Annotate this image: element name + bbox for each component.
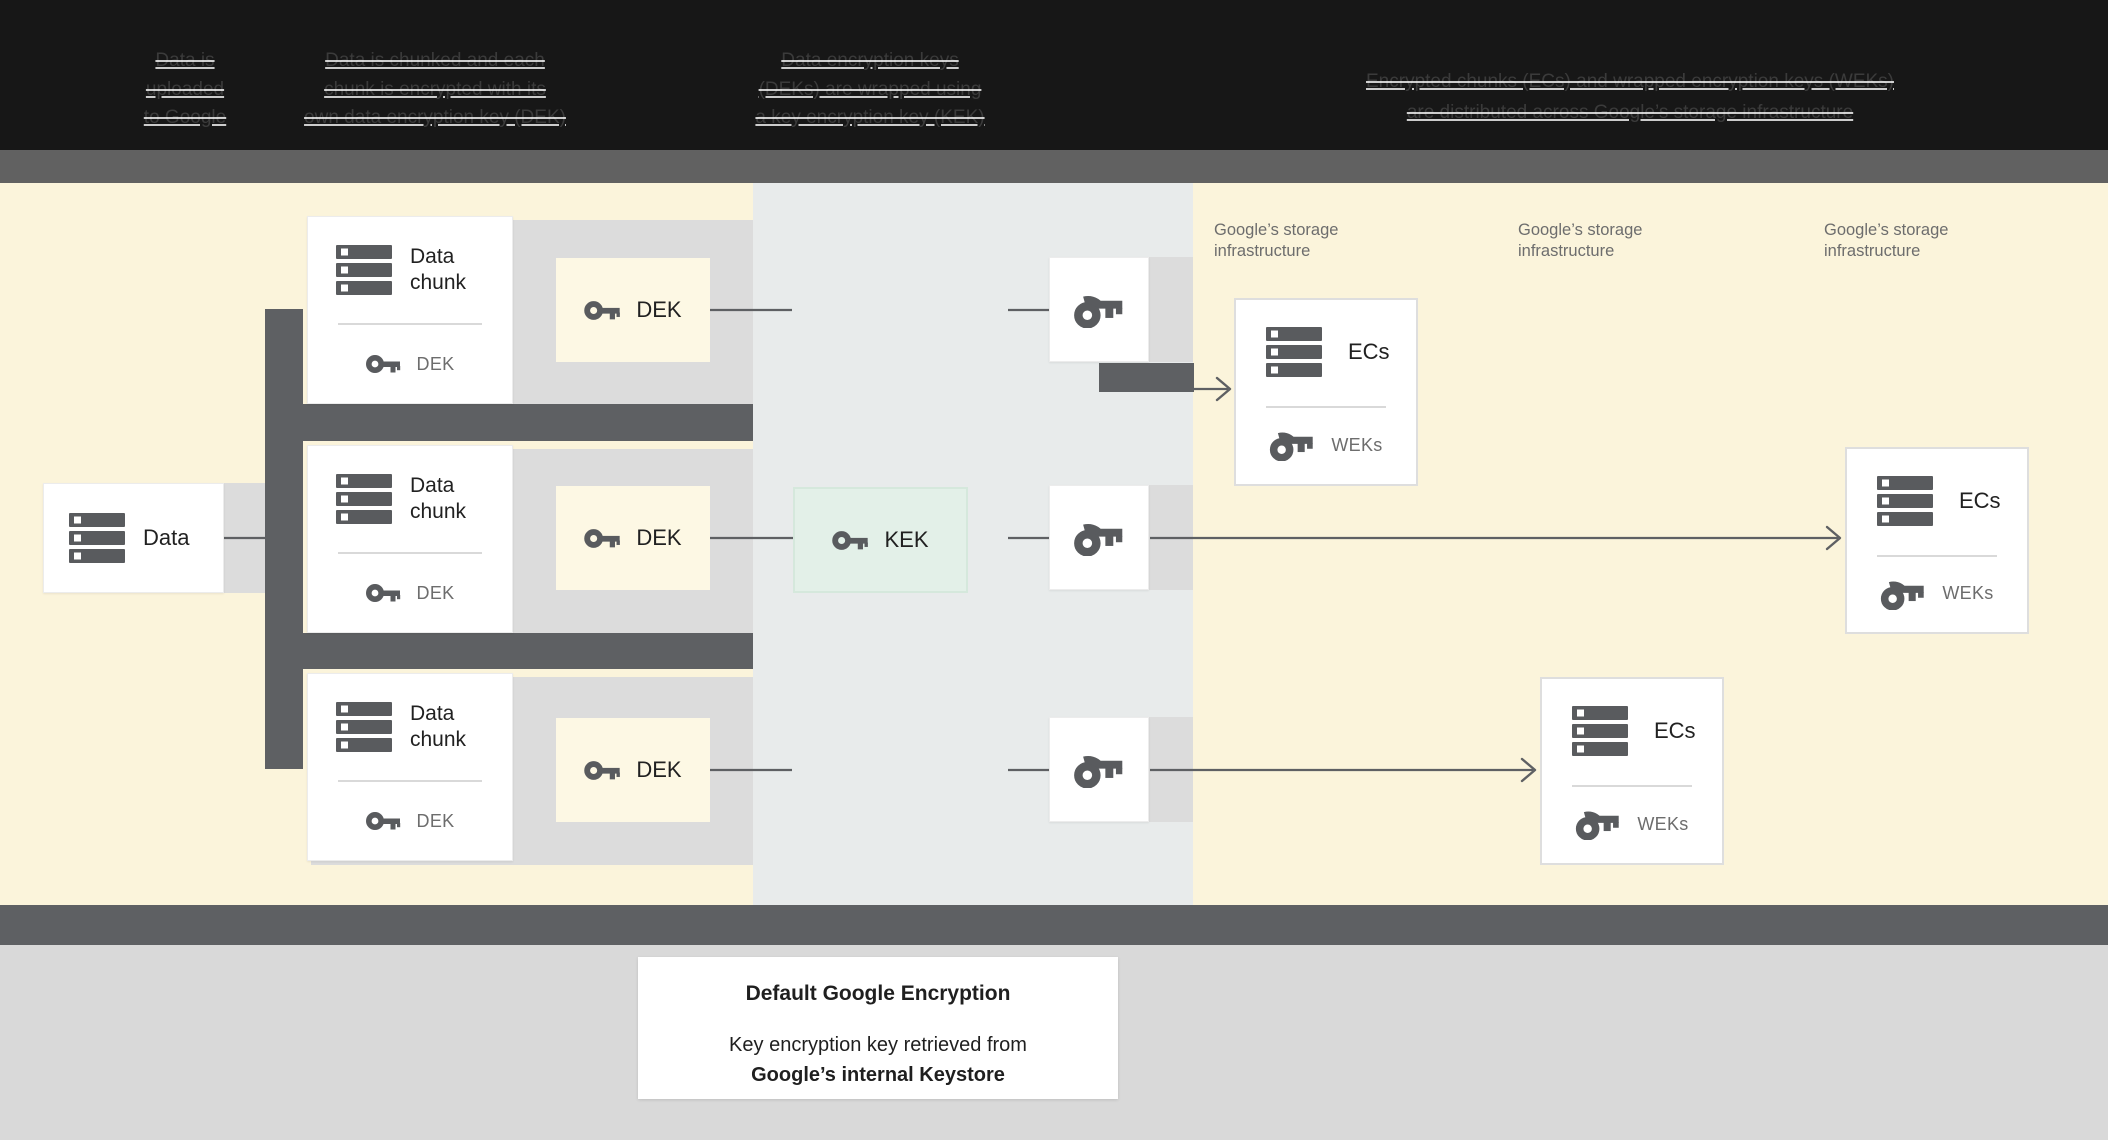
wrapped-key-icon: [1073, 520, 1125, 556]
box-divider: [1572, 785, 1692, 787]
encrypted-chunks-icon: [1266, 327, 1322, 377]
box-divider: [338, 780, 482, 782]
redacted-text-line: (DEKs) are wrapped using: [758, 78, 982, 100]
redacted-text-line: Data is: [155, 50, 215, 71]
dek-box-label: DEK: [636, 757, 682, 782]
redacted-header: Data is uploaded to Google Data is chunk…: [0, 0, 2108, 150]
data-chunk-icon: [336, 474, 392, 524]
data-chunk-icon: [336, 245, 392, 295]
redacted-text-line: Data is chunked and each: [325, 50, 545, 71]
dek-box-label: DEK: [636, 525, 682, 550]
redacted-step-3: Data encryption keys (DEKs) are wrapped …: [715, 47, 1025, 133]
weks-key-icon: [1575, 808, 1621, 840]
data-chunk-title: Data chunk: [410, 245, 467, 294]
encrypted-chunks-icon: [1572, 706, 1628, 756]
ecs-box-2: ECs WEKs: [1845, 447, 2029, 634]
kek-box: KEK: [793, 487, 968, 593]
redacted-step-2: Data is chunked and each chunk is encryp…: [280, 47, 590, 133]
ecs-box-3: ECs WEKs: [1540, 677, 1724, 865]
header-divider-bar: [0, 150, 2108, 183]
box-divider: [1877, 555, 1997, 557]
wrapped-key-icon: [1073, 752, 1125, 788]
redacted-text-line: own data encryption key (DEK): [304, 107, 566, 128]
ecs-title: ECs: [1348, 339, 1390, 364]
storage-label-line: Google’s storage: [1824, 221, 1949, 239]
dek-box-1: DEK: [556, 258, 710, 362]
redacted-text-line: uploaded: [145, 78, 225, 100]
ecs-title: ECs: [1654, 718, 1696, 743]
wrapped-key-box-3: [1049, 717, 1149, 822]
data-chunk-icon: [336, 702, 392, 752]
footer-bar: [0, 905, 2108, 945]
encrypted-chunks-icon: [1877, 476, 1933, 526]
caption-body-line: Key encryption key retrieved from: [729, 1034, 1027, 1056]
weks-label: WEKs: [1331, 434, 1383, 455]
wrapped-key-icon: [1073, 292, 1125, 328]
storage-label-line: Google’s storage: [1214, 221, 1339, 239]
redacted-text-line: Encrypted chunks (ECs) and wrapped encry…: [1366, 71, 1894, 92]
redacted-text-line: chunk is encrypted with its: [324, 78, 546, 100]
chunk-dek-label: DEK: [416, 810, 455, 831]
storage-label-1: Google’s storage infrastructure: [1214, 220, 1444, 262]
ecs-title: ECs: [1959, 488, 2001, 513]
storage-label-line: infrastructure: [1518, 242, 1615, 260]
redacted-text-line: Data encryption keys: [781, 50, 959, 71]
storage-label-line: infrastructure: [1214, 242, 1311, 260]
storage-label-line: Google’s storage: [1518, 221, 1643, 239]
box-divider: [338, 323, 482, 325]
chunk-dek-label: DEK: [416, 582, 455, 603]
kek-box-label: KEK: [884, 527, 929, 552]
wrapped-key-box-1: [1049, 257, 1149, 362]
storage-label-line: infrastructure: [1824, 242, 1921, 260]
redacted-text-line: a key encryption key (KEK): [755, 107, 985, 128]
redacted-step-4: Encrypted chunks (ECs) and wrapped encry…: [1290, 66, 1970, 128]
weks-key-icon: [1269, 429, 1315, 461]
data-box-label: Data: [143, 525, 190, 550]
data-box: Data: [43, 483, 224, 593]
redacted-step-1: Data is uploaded to Google: [85, 47, 285, 133]
caption-body-line: Google’s internal Keystore: [751, 1064, 1005, 1086]
dek-key-icon: [584, 758, 622, 783]
storage-label-3: Google’s storage infrastructure: [1824, 220, 2054, 262]
chunk-dek-label: DEK: [416, 353, 455, 374]
data-chunk-title: Data chunk: [410, 474, 467, 523]
keybox-band-3: [1149, 717, 1193, 822]
dek-key-icon: [584, 526, 622, 551]
box-divider: [338, 552, 482, 554]
data-icon: [69, 513, 125, 563]
dek-key-icon: [366, 352, 402, 376]
weks-label: WEKs: [1637, 813, 1689, 834]
kek-key-icon: [832, 528, 870, 553]
dek-box-label: DEK: [636, 297, 682, 322]
wrapped-key-box-2: [1049, 485, 1149, 590]
caption-card: Default Google Encryption Key encryption…: [638, 957, 1118, 1099]
data-chunk-title: Data chunk: [410, 702, 467, 751]
keybox-band-1: [1149, 257, 1193, 362]
ecs-box-1: ECs WEKs: [1234, 298, 1418, 486]
data-chunk-box-3: Data chunk DEK: [307, 673, 513, 861]
keybox-band-2: [1149, 485, 1193, 590]
dek-box-2: DEK: [556, 486, 710, 590]
weks-label: WEKs: [1942, 583, 1994, 603]
storage-label-2: Google’s storage infrastructure: [1518, 220, 1748, 262]
caption-title: Default Google Encryption: [745, 982, 1011, 1005]
redacted-text-line: are distributed across Google’s storage …: [1406, 102, 1854, 123]
dek-box-3: DEK: [556, 718, 710, 822]
data-connector-band: [224, 483, 266, 593]
dek-key-icon: [584, 298, 622, 323]
data-chunk-box-2: Data chunk DEK: [307, 445, 513, 633]
weks-key-icon: [1880, 578, 1926, 610]
dek-key-icon: [366, 581, 402, 605]
box-divider: [1266, 406, 1386, 408]
dek-key-icon: [366, 809, 402, 833]
data-chunk-box-1: Data chunk DEK: [307, 216, 513, 404]
redacted-text-line: to Google: [143, 107, 227, 128]
